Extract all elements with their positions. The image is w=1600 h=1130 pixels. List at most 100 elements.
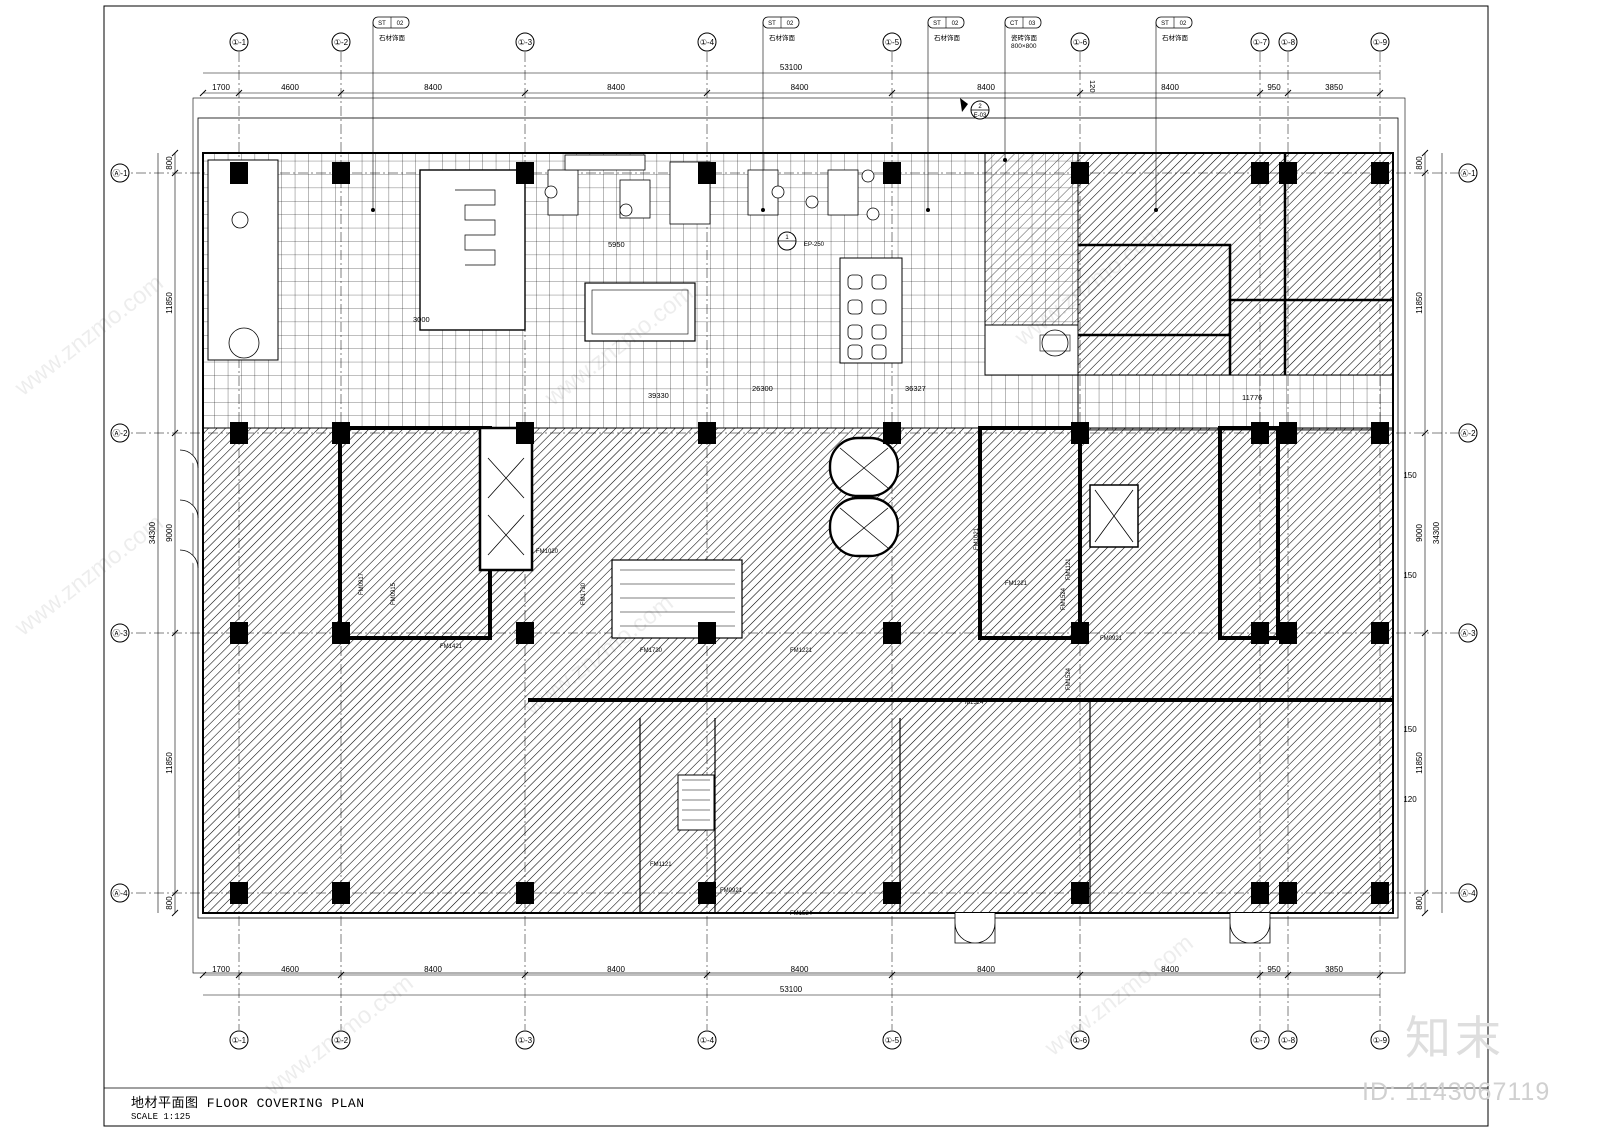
dimension-text: 120 bbox=[1403, 795, 1417, 804]
axis-label: Ⓐ-1 bbox=[112, 169, 128, 178]
axis-label: ①-7 bbox=[1253, 38, 1268, 47]
dimension-text: 3850 bbox=[1325, 965, 1343, 974]
callout-code-b: 02 bbox=[397, 21, 404, 27]
dimension-text: 3850 bbox=[1325, 83, 1343, 92]
column bbox=[1371, 422, 1389, 444]
column bbox=[230, 162, 248, 184]
dimension-text: 11850 bbox=[165, 752, 174, 774]
axis-bubble bbox=[1278, 1030, 1298, 1050]
door-code: FM1221 bbox=[1005, 581, 1028, 587]
note-5950: 5950 bbox=[608, 240, 625, 249]
axis-bubble bbox=[882, 1030, 902, 1050]
axis-label: ①-9 bbox=[1373, 38, 1388, 47]
dimension-text: 150 bbox=[1403, 571, 1417, 580]
axis-bubble bbox=[1458, 423, 1478, 443]
axis-label: ①-7 bbox=[1253, 1036, 1268, 1045]
column bbox=[1071, 162, 1089, 184]
dimension-text: 8400 bbox=[791, 83, 809, 92]
section-mark-1-num: 2 bbox=[978, 104, 982, 110]
axis-bubble bbox=[229, 32, 249, 52]
callout-code-b: 03 bbox=[1029, 21, 1036, 27]
axis-label: ①-1 bbox=[232, 1036, 247, 1045]
furniture bbox=[544, 154, 887, 360]
callout-code-a: CT bbox=[1010, 21, 1018, 27]
column bbox=[1071, 422, 1089, 444]
axis-bubble bbox=[1458, 883, 1478, 903]
axis-bubble bbox=[515, 1030, 535, 1050]
axis-bubble bbox=[1070, 32, 1090, 52]
dimension-text: 150 bbox=[1403, 471, 1417, 480]
column bbox=[698, 622, 716, 644]
axis-bubble bbox=[110, 423, 130, 443]
column bbox=[883, 162, 901, 184]
axis-bubble bbox=[1250, 1030, 1270, 1050]
dimension-total: 53100 bbox=[780, 985, 803, 994]
door-code: FM1730 bbox=[640, 648, 663, 654]
dimension-text: 950 bbox=[1267, 83, 1281, 92]
column bbox=[332, 422, 350, 444]
dimension-text: 800 bbox=[1415, 156, 1424, 170]
axis-bubble bbox=[331, 32, 351, 52]
dimension-text: 4600 bbox=[281, 83, 299, 92]
interior-notes: 5950 39330 26300 36327 11776 3000 120 bbox=[413, 80, 1262, 402]
dimension-text: 8400 bbox=[1161, 83, 1179, 92]
axis-bubble bbox=[110, 623, 130, 643]
dimension-text: 8400 bbox=[977, 965, 995, 974]
axis-label: ①-4 bbox=[700, 38, 715, 47]
door-code: FM1524 bbox=[1066, 667, 1072, 690]
axis-label: Ⓐ-2 bbox=[112, 429, 128, 438]
dimension-text: 11850 bbox=[1415, 752, 1424, 774]
callout-code-b: 02 bbox=[952, 21, 959, 27]
column bbox=[698, 882, 716, 904]
column bbox=[1071, 622, 1089, 644]
axis-label: ①-4 bbox=[700, 1036, 715, 1045]
door-code: FM1524 bbox=[1061, 587, 1067, 610]
axis-bubble bbox=[697, 1030, 717, 1050]
plan-title: 地材平面图 FLOOR COVERING PLAN bbox=[131, 1096, 365, 1111]
dimension-total: 53100 bbox=[780, 63, 803, 72]
callout-label: 石材饰面 bbox=[934, 33, 961, 42]
section-mark-1: 2 E-03 bbox=[960, 98, 990, 120]
callout-code-a: ST bbox=[378, 21, 386, 27]
callout-code-b: 02 bbox=[787, 21, 794, 27]
door-code: FM1021 bbox=[974, 527, 980, 550]
axis-label: ①-6 bbox=[1073, 1036, 1088, 1045]
column bbox=[332, 162, 350, 184]
material-callout: ST 02 石材饰面 bbox=[371, 16, 410, 212]
door-code: FM1020 bbox=[536, 549, 559, 555]
axis-bubble bbox=[1250, 32, 1270, 52]
dimension-text: 4600 bbox=[281, 965, 299, 974]
note-36327: 36327 bbox=[905, 384, 926, 393]
column bbox=[332, 622, 350, 644]
column bbox=[1371, 882, 1389, 904]
column bbox=[1251, 422, 1269, 444]
column bbox=[230, 422, 248, 444]
column bbox=[1071, 882, 1089, 904]
column bbox=[883, 622, 901, 644]
door-code: FM1121 bbox=[1066, 558, 1072, 580]
axis-bubble bbox=[1370, 32, 1390, 52]
axis-label: ①-6 bbox=[1073, 38, 1088, 47]
column bbox=[1371, 622, 1389, 644]
column bbox=[332, 882, 350, 904]
dimension-text: 11850 bbox=[165, 292, 174, 314]
column bbox=[698, 162, 716, 184]
column bbox=[230, 622, 248, 644]
dimension-text: 8400 bbox=[424, 83, 442, 92]
axis-label: Ⓐ-1 bbox=[1460, 169, 1476, 178]
door-code: FM0917 bbox=[359, 572, 365, 595]
callout-label: 石材饰面 bbox=[379, 33, 406, 42]
image-id-watermark: ID: 1143067119 bbox=[1362, 1078, 1551, 1106]
axis-label: ①-2 bbox=[334, 38, 349, 47]
axis-bubble bbox=[1070, 1030, 1090, 1050]
door-code: FM0915 bbox=[391, 582, 397, 605]
door-code: FM1524 bbox=[790, 911, 813, 917]
section-mark-2-ref: EP-250 bbox=[804, 242, 825, 248]
axis-bubble bbox=[110, 163, 130, 183]
callout-code-a: ST bbox=[768, 21, 776, 27]
dimension-text: 150 bbox=[1403, 725, 1417, 734]
brand-watermark: 知末 bbox=[1405, 1011, 1505, 1065]
column bbox=[516, 622, 534, 644]
